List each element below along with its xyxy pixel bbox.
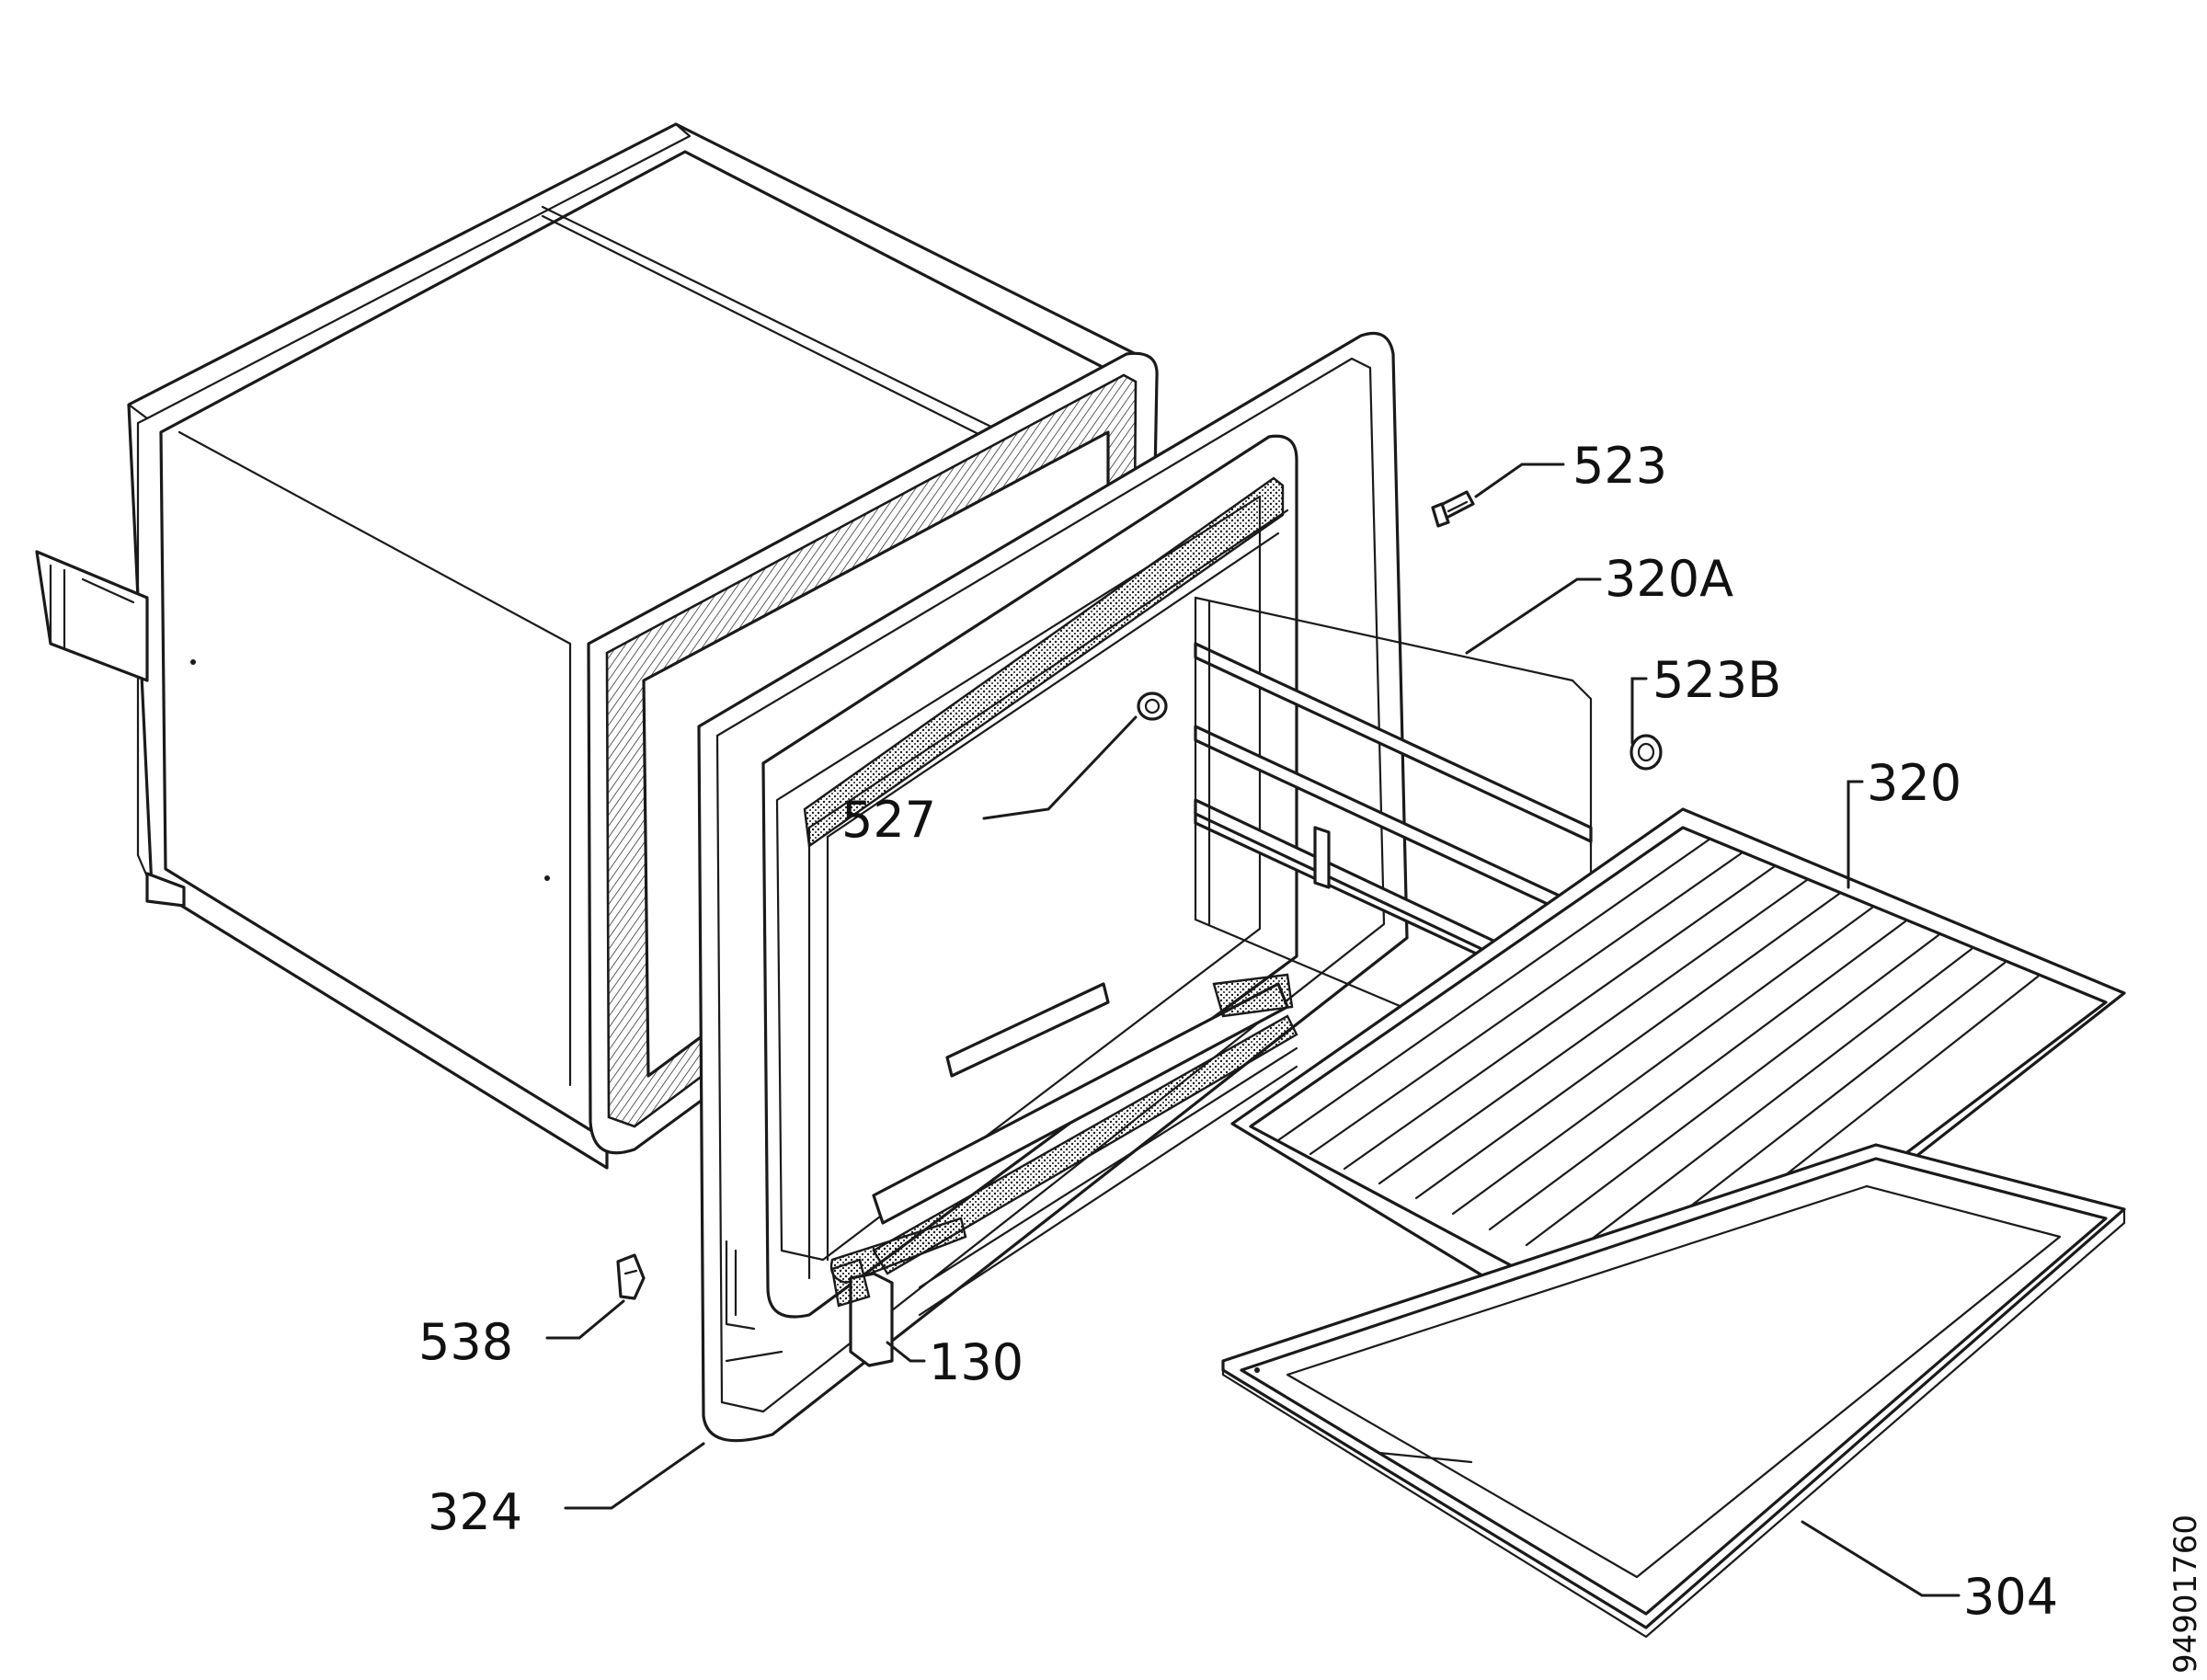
leader-130 <box>886 1341 926 1363</box>
callout-320: 320 <box>1867 754 1961 812</box>
document-number: 94901760 <box>2167 1514 2204 1674</box>
leader-538 <box>545 1299 625 1340</box>
leader-lines <box>545 463 1961 1597</box>
clip-part <box>616 1253 646 1300</box>
leader-320A <box>1465 577 1602 655</box>
callout-324: 324 <box>428 1483 522 1541</box>
leader-523B <box>1630 677 1648 745</box>
grommet-part <box>1630 734 1663 771</box>
leader-523 <box>1474 463 1565 498</box>
callout-320A: 320A <box>1605 550 1733 608</box>
leader-304 <box>1801 1520 1961 1597</box>
callout-523B: 523B <box>1652 651 1781 709</box>
leader-527 <box>982 715 1138 820</box>
leader-320 <box>1847 780 1864 889</box>
screw-part <box>1431 490 1475 528</box>
baking-tray <box>1221 1143 2126 1639</box>
callout-527: 527 <box>841 791 936 849</box>
callout-labels: 523 320A 523B 320 527 538 130 324 304 94… <box>418 437 2204 1674</box>
callout-538: 538 <box>418 1313 513 1371</box>
front-frame <box>697 331 1409 1443</box>
lamp-part <box>1137 691 1168 721</box>
callout-130: 130 <box>929 1333 1023 1391</box>
callout-304: 304 <box>1963 1568 2058 1626</box>
gasket-strip <box>830 1014 1298 1367</box>
leader-324 <box>564 1442 705 1510</box>
callout-523: 523 <box>1572 437 1667 495</box>
